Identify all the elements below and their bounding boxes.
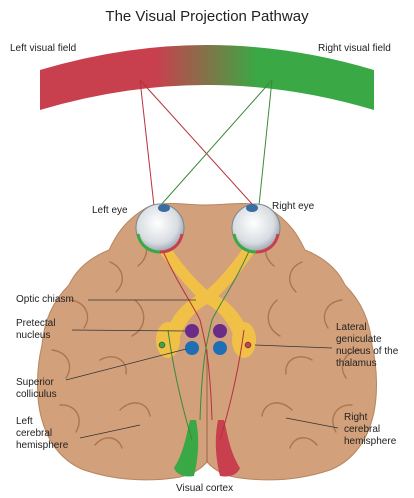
superior-colliculus-label: Superior colliculus (16, 377, 86, 401)
pretectal-nucleus-left (185, 324, 199, 338)
right-hemisphere-label: Right cerebral hemisphere (344, 412, 410, 448)
left-hemisphere-label: Left cerebral hemisphere (16, 416, 86, 452)
lgn-right (245, 342, 251, 348)
pretectal-nucleus-label: Pretectal nucleus (16, 318, 86, 342)
superior-colliculus-right (213, 341, 227, 355)
superior-colliculus-left (185, 341, 199, 355)
visual-cortex-label: Visual cortex (176, 483, 233, 495)
left-eye-label: Left eye (92, 205, 128, 217)
right-visual-field-label: Right visual field (318, 43, 391, 55)
left-visual-field-label: Left visual field (10, 43, 76, 55)
lgn-left (159, 342, 165, 348)
lateral-geniculate-label: Lateral geniculate nucleus of the thalam… (336, 322, 412, 370)
optic-chiasm-label: Optic chiasm (16, 294, 74, 306)
pretectal-nucleus-right (213, 324, 227, 338)
left-eye (136, 204, 184, 252)
right-eye-label: Right eye (272, 201, 314, 213)
